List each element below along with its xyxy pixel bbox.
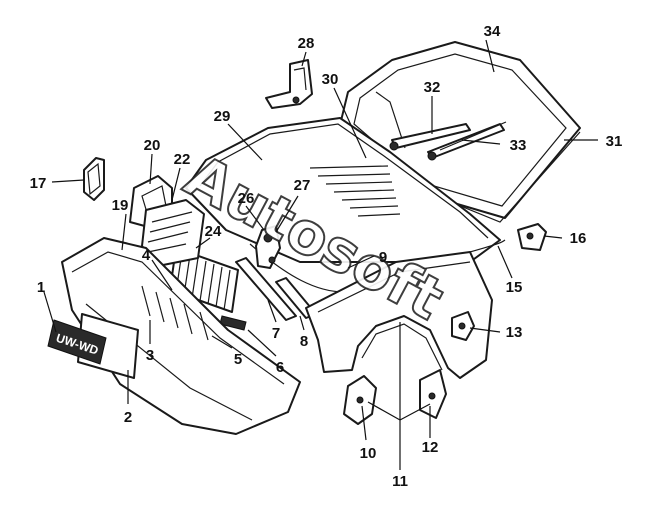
front-fender [305, 251, 493, 379]
leader-lines [43, 39, 598, 470]
side-marker-light [83, 157, 105, 201]
callout-3: 3 [146, 347, 154, 364]
callout-32: 32 [424, 79, 441, 96]
callout-24: 24 [205, 223, 222, 240]
headlamp-right [141, 199, 205, 267]
callout-19: 19 [112, 197, 129, 214]
callout-17: 17 [30, 175, 47, 192]
callout-30: 30 [322, 71, 339, 88]
callout-26: 26 [238, 190, 255, 207]
callout-15: 15 [506, 279, 523, 296]
callout-20: 20 [144, 137, 161, 154]
hood-latch [255, 225, 281, 269]
splash-shield-front [343, 375, 377, 425]
callout-29: 29 [214, 108, 231, 125]
callout-22: 22 [174, 151, 191, 168]
callout-28: 28 [298, 35, 315, 52]
callout-5: 5 [234, 351, 242, 368]
splash-shield-rear [419, 369, 447, 419]
callout-9: 9 [379, 249, 387, 266]
callout-4: 4 [142, 247, 151, 264]
callout-labels: 1 2 3 4 5 6 7 8 9 10 11 12 13 15 16 17 1… [30, 23, 623, 490]
callout-2: 2 [124, 409, 132, 426]
fender-bracket [451, 311, 475, 341]
callout-33: 33 [510, 137, 527, 154]
callout-27: 27 [294, 177, 311, 194]
callout-16: 16 [570, 230, 587, 247]
callout-13: 13 [506, 324, 523, 341]
callout-6: 6 [276, 359, 284, 376]
callout-12: 12 [422, 439, 439, 456]
callout-1: 1 [37, 279, 45, 296]
callout-8: 8 [300, 333, 308, 350]
hood-stop-bracket [517, 223, 547, 251]
wiper-motor-bracket [265, 59, 313, 109]
callout-11: 11 [392, 473, 408, 490]
callout-34: 34 [484, 23, 501, 40]
callout-10: 10 [360, 445, 377, 462]
callout-7: 7 [272, 325, 280, 342]
callout-31: 31 [606, 133, 623, 150]
